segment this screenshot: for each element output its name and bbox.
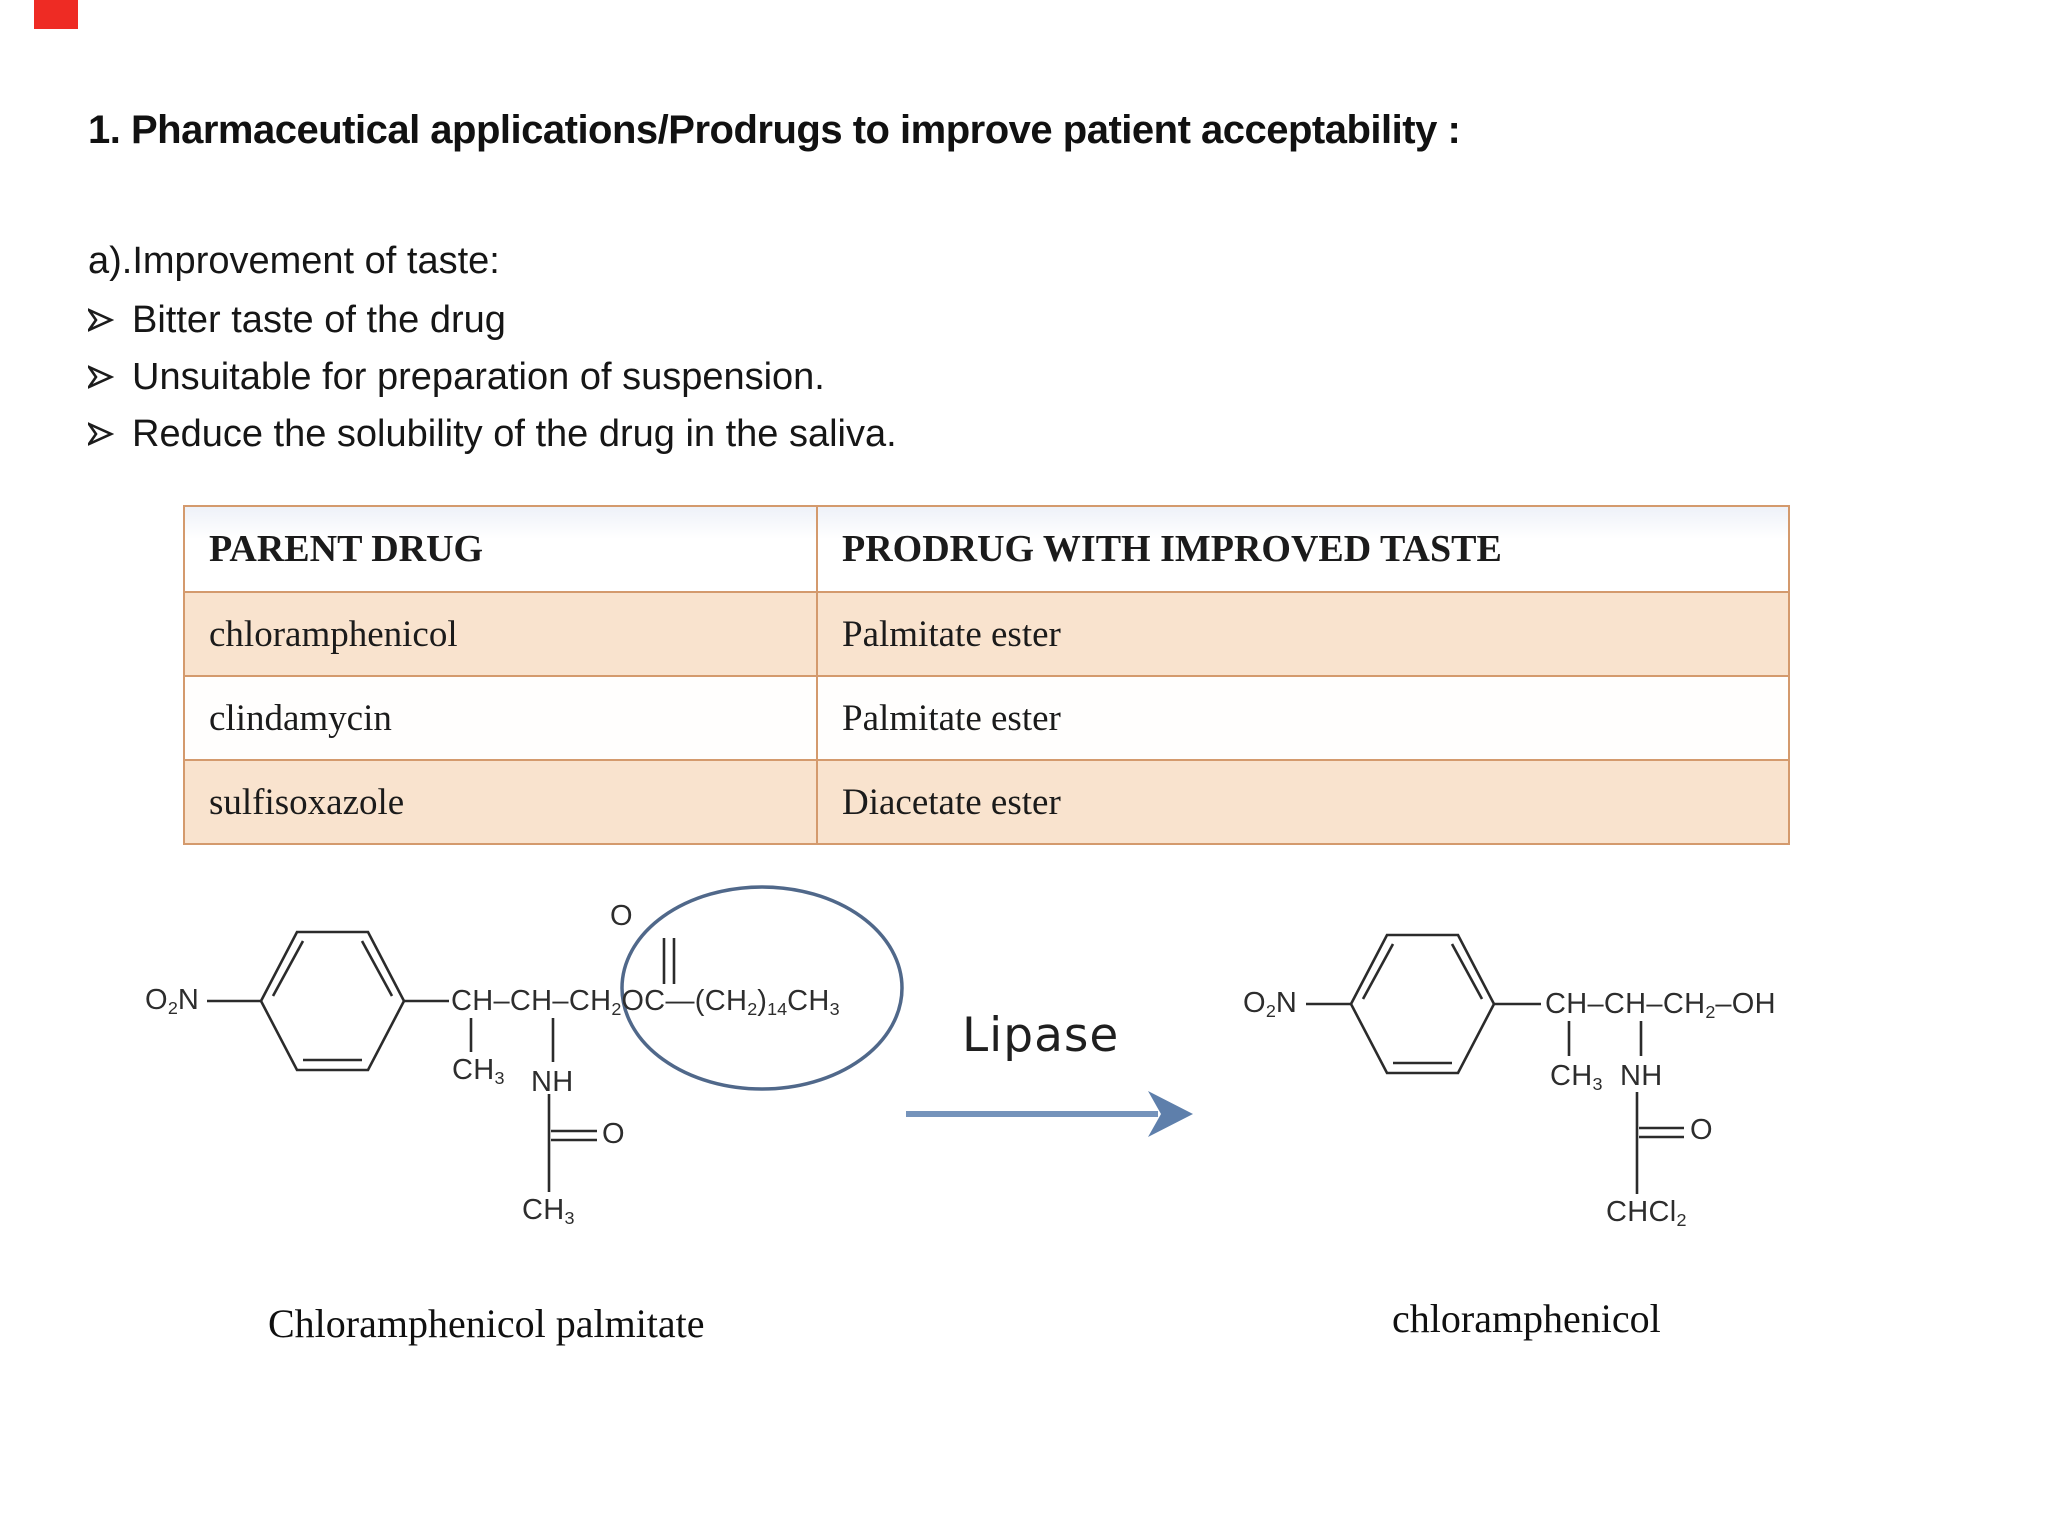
formula-subscript: 3	[564, 1208, 575, 1229]
dichloromethyl-label: CHCl2	[1606, 1196, 1687, 1231]
arrow-bullet-icon	[88, 422, 114, 446]
table-row: clindamycin Palmitate ester	[183, 675, 1790, 761]
formula-subscript: 3	[829, 999, 840, 1020]
bullet-text: Bitter taste of the drug	[132, 298, 506, 341]
prodrug-table: PARENT DRUG PRODRUG WITH IMPROVED TASTE …	[183, 505, 1790, 845]
arrow-bullet-icon	[88, 308, 114, 332]
table-row: sulfisoxazole Diacetate ester	[183, 759, 1790, 845]
arrow-bullet-icon	[88, 365, 114, 389]
formula-subscript: 2	[1265, 1001, 1276, 1022]
left-structure-name: Chloramphenicol palmitate	[268, 1301, 705, 1346]
enzyme-label: Lipase	[962, 1008, 1120, 1063]
right-structure-name: chloramphenicol	[1392, 1296, 1661, 1341]
formula-part: —	[665, 985, 695, 1017]
formula-part: –OH	[1715, 988, 1776, 1020]
formula-subscript: 2	[611, 999, 622, 1020]
bullet-text: Reduce the solubility of the drug in the…	[132, 412, 897, 455]
section-heading: a).Improvement of taste:	[88, 240, 500, 282]
benzene-ring	[259, 930, 406, 1072]
bullet-item: Reduce the solubility of the drug in the…	[88, 410, 897, 458]
formula-subscript: 3	[1592, 1074, 1603, 1095]
carbonyl-oxygen-label: O	[1690, 1114, 1713, 1146]
formula-subscript: 2	[167, 998, 178, 1019]
column-header-prodrug: PRODRUG WITH IMPROVED TASTE	[816, 505, 1790, 593]
table-row: chloramphenicol Palmitate ester	[183, 591, 1790, 677]
formula-part: CHCl	[1606, 1196, 1677, 1228]
acetyl-methyl-label: CH3	[522, 1194, 575, 1229]
formula-part: CH	[787, 985, 830, 1017]
amine-group-label: NH	[1620, 1060, 1663, 1092]
formula-subscript: 2	[1676, 1210, 1687, 1231]
table-header-row: PARENT DRUG PRODRUG WITH IMPROVED TASTE	[183, 505, 1790, 593]
formula-part: )	[757, 985, 768, 1017]
right-chain-formula: CH–CH–CH2–OH	[1545, 988, 1776, 1023]
cell-prodrug: Palmitate ester	[816, 675, 1790, 761]
formula-part: N	[177, 984, 200, 1016]
reaction-arrow	[906, 1091, 1193, 1137]
bullet-item: Unsuitable for preparation of suspension…	[88, 353, 825, 401]
cell-prodrug: Palmitate ester	[816, 591, 1790, 677]
ester-oxygen-label: O	[610, 900, 633, 932]
formula-part: CH	[452, 1054, 495, 1086]
arrowhead-icon	[1148, 1091, 1193, 1137]
formula-subscript: 14	[767, 999, 788, 1020]
left-structure-bonds	[207, 930, 676, 1192]
formula-part: O	[1243, 987, 1266, 1019]
left-chain-formula: CH–CH–CH2OC—(CH2)14CH3	[451, 985, 840, 1020]
formula-part: N	[1275, 987, 1298, 1019]
column-header-parent-drug: PARENT DRUG	[183, 505, 818, 593]
cell-parent-drug: clindamycin	[183, 675, 818, 761]
nitro-group-label: O2N	[145, 984, 200, 1019]
red-corner-marker	[34, 0, 78, 29]
formula-part: CH	[1550, 1060, 1593, 1092]
formula-part: CH–CH–CH	[1545, 988, 1706, 1020]
methyl-group-label: CH3	[1550, 1060, 1603, 1095]
formula-subscript: 2	[1705, 1002, 1716, 1023]
formula-part: CH	[522, 1194, 565, 1226]
carbonyl-oxygen-label: O	[602, 1118, 625, 1150]
formula-part: (CH	[694, 985, 748, 1017]
amine-group-label: NH	[531, 1066, 574, 1098]
bullet-item: Bitter taste of the drug	[88, 296, 506, 344]
cell-parent-drug: chloramphenicol	[183, 591, 818, 677]
formula-subscript: 3	[494, 1068, 505, 1089]
benzene-ring	[1349, 933, 1496, 1075]
formula-part: OC	[621, 985, 666, 1017]
formula-subscript: 2	[747, 999, 758, 1020]
formula-part: CH–CH–CH	[451, 985, 612, 1017]
formula-part: O	[145, 984, 168, 1016]
nitro-group-label: O2N	[1243, 987, 1298, 1022]
methyl-group-label: CH3	[452, 1054, 505, 1089]
cell-parent-drug: sulfisoxazole	[183, 759, 818, 845]
cell-prodrug: Diacetate ester	[816, 759, 1790, 845]
page-title: 1. Pharmaceutical applications/Prodrugs …	[88, 108, 1461, 152]
bullet-text: Unsuitable for preparation of suspension…	[132, 355, 825, 398]
